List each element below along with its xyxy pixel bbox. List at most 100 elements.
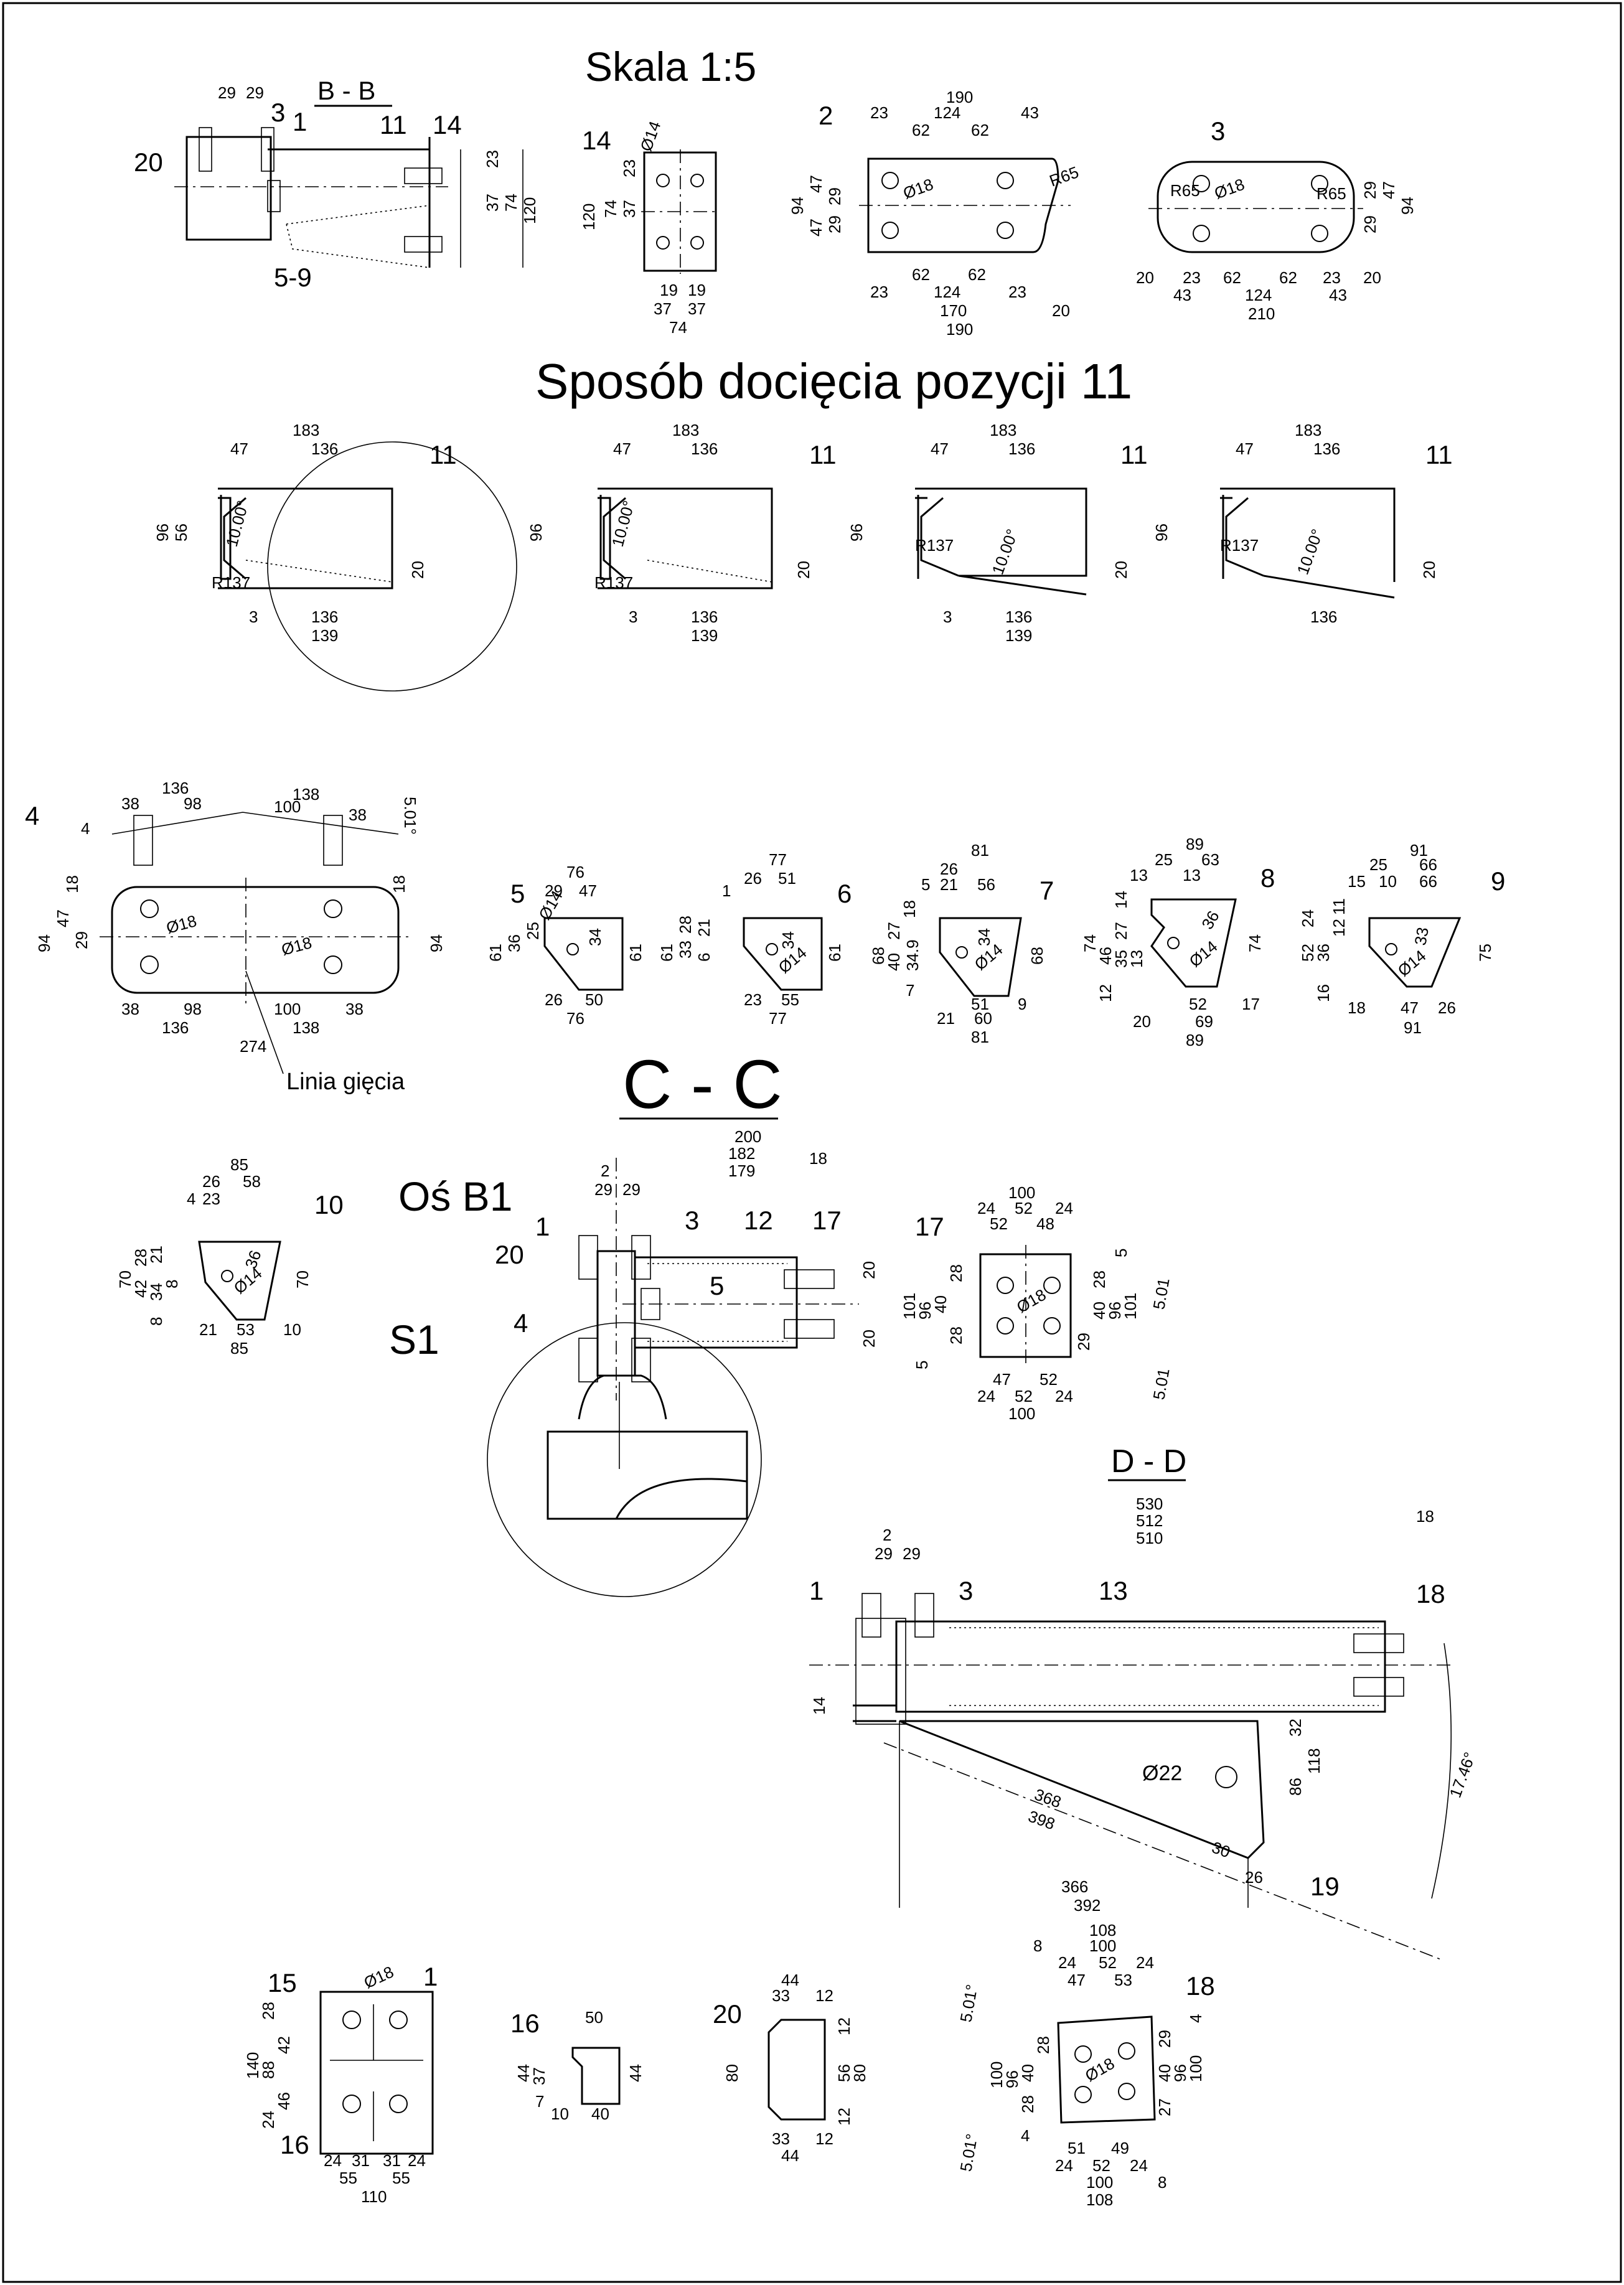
- cut3-angle: 10.00°: [988, 527, 1021, 577]
- plate18-r96: 96: [1171, 2064, 1190, 2082]
- gusset8-w13a: 13: [1130, 866, 1148, 884]
- plate-14: 14 Ø14 23 37 74 120 19 19 37 37 74: [580, 119, 719, 337]
- cc-d29a: 29: [594, 1180, 613, 1199]
- gusset9-h33: 33: [1410, 926, 1432, 947]
- gusset8-b52: 52: [1189, 995, 1207, 1013]
- plate2-t62a: 62: [912, 121, 930, 139]
- cut4-d20-right: 20: [1420, 561, 1439, 579]
- plate18-r29: 29: [1155, 2030, 1174, 2048]
- plate16-h37: 37: [530, 2067, 548, 2085]
- plate2-hole: Ø18: [901, 175, 936, 203]
- plate18-b49: 49: [1111, 2139, 1129, 2157]
- gusset7-w56: 56: [977, 875, 995, 894]
- cut2-b139: 139: [691, 626, 718, 645]
- cut1-d183: 183: [293, 421, 319, 439]
- plate4-v94r: 94: [427, 934, 446, 952]
- plate4-b100: 100: [274, 1000, 301, 1018]
- bb-part-5-9: 5-9: [274, 263, 312, 292]
- cut2-angle: 10.00°: [608, 499, 639, 549]
- section-cc-title: C - C: [622, 1046, 782, 1123]
- gusset9-part: 9: [1491, 866, 1505, 896]
- cut-method-title: Sposób docięcia pozycji 11: [535, 354, 1132, 409]
- cc-part-20: 20: [495, 1240, 524, 1269]
- plate14-w74: 74: [669, 318, 687, 337]
- plate17-t52: 52: [1015, 1199, 1033, 1218]
- section-bb: B - B 29 29 23 37 74 120 20 3 1 11 14 5-…: [134, 76, 539, 292]
- gusset10-w58: 58: [243, 1172, 261, 1191]
- plate20-r12b: 12: [835, 2108, 853, 2126]
- plate20-part: 20: [713, 1999, 742, 2029]
- plate15-b31b: 31: [383, 2151, 401, 2170]
- plate-3: 3 R65 Ø18 R65 29 29 47 94 20 23 62 62 23…: [1136, 116, 1417, 323]
- gusset8-b17: 17: [1242, 995, 1260, 1013]
- cc-d20b: 20: [860, 1330, 878, 1348]
- plate17-v28b: 28: [947, 1326, 965, 1344]
- gusset7-b21: 21: [937, 1009, 955, 1028]
- plate16-b10: 10: [551, 2104, 569, 2123]
- plate17-r5: 5: [1112, 1249, 1130, 1257]
- dd-d29a: 29: [875, 1544, 893, 1563]
- plate15-v88: 88: [259, 2061, 278, 2079]
- dd-d32: 32: [1286, 1719, 1305, 1737]
- plate4-t136: 136: [162, 779, 189, 797]
- plate-16: 16 50 44 37 7 44 10 40: [510, 2008, 645, 2123]
- dd-d26: 26: [1245, 1868, 1263, 1887]
- gusset10-h28: 28: [131, 1249, 150, 1267]
- dd-d398: 398: [1026, 1806, 1058, 1833]
- gusset5-w29: 29: [545, 881, 563, 900]
- cc-d200: 200: [735, 1127, 761, 1146]
- cut4-d96: 96: [1152, 523, 1171, 542]
- plate17-hole: Ø18: [1013, 1285, 1049, 1317]
- cut3-d136: 136: [1008, 439, 1035, 458]
- plate18-ang2: 5.01°: [956, 2133, 981, 2173]
- cc-part-4: 4: [514, 1308, 528, 1338]
- plate-17: 17 100 24 52 24 52 48 Ø18 101 96 40 28 2…: [900, 1183, 1173, 1423]
- plate-18: 18 108 8 100 24 52 24 47 53 5.01° Ø18 10…: [956, 1921, 1214, 2209]
- dd-d510: 510: [1136, 1529, 1163, 1547]
- plate3-b62b: 62: [1279, 268, 1297, 287]
- cc-part-3: 3: [685, 1206, 699, 1235]
- plate18-t24b: 24: [1136, 1953, 1154, 1972]
- gusset7-w81: 81: [971, 841, 989, 860]
- plate2-t23: 23: [870, 103, 888, 122]
- gusset6-w77: 77: [769, 850, 787, 869]
- plate14-part: 14: [582, 126, 611, 155]
- gusset7-b51: 51: [971, 995, 989, 1013]
- plate2-b20: 20: [1052, 301, 1070, 320]
- plate20-w33: 33: [772, 1986, 790, 2005]
- cut1-part: 11: [429, 440, 457, 469]
- plate2-v29a: 29: [825, 187, 844, 205]
- plate14-w19a: 19: [660, 281, 678, 299]
- gusset10-b85: 85: [230, 1339, 248, 1358]
- gusset10-w26: 26: [202, 1172, 220, 1191]
- dd-part-18: 18: [1416, 1579, 1445, 1608]
- cut3-d20-right: 20: [1112, 561, 1130, 579]
- cc-d2: 2: [601, 1161, 609, 1180]
- gusset5-h25: 25: [523, 922, 542, 940]
- cut-variant-2: 183 47 136 10.00° R137 20 96 3 136 139 1…: [527, 421, 837, 645]
- gusset10-h8: 8: [162, 1280, 181, 1288]
- cut1-b136: 136: [311, 608, 338, 626]
- plate18-v40: 40: [1018, 2064, 1037, 2082]
- gusset9-w15: 15: [1348, 872, 1366, 891]
- gusset6-h6: 6: [695, 953, 713, 962]
- plate3-hole: Ø18: [1212, 175, 1247, 203]
- plate17-r101: 101: [1121, 1293, 1140, 1320]
- bb-part-20: 20: [134, 148, 163, 177]
- plate15-b110: 110: [361, 2187, 387, 2206]
- plate2-radius: R65: [1047, 162, 1081, 190]
- plate-2: 2 190 23 124 43 62 62 Ø18 R65 94 47 47 2…: [788, 88, 1081, 339]
- cut3-b136: 136: [1005, 608, 1032, 626]
- gusset7-b9: 9: [1018, 995, 1026, 1013]
- plate15-v24: 24: [259, 2111, 278, 2129]
- cut2-d183: 183: [672, 421, 699, 439]
- cut1-d20-right: 20: [408, 561, 427, 579]
- plate15-b55a: 55: [339, 2169, 357, 2187]
- plate2-t124: 124: [934, 103, 960, 122]
- plate4-v47: 47: [54, 909, 72, 927]
- plate18-b24b: 24: [1130, 2156, 1148, 2175]
- dd-d30: 30: [1209, 1837, 1232, 1861]
- gusset9-b26: 26: [1438, 998, 1456, 1017]
- plate4-part: 4: [25, 801, 39, 830]
